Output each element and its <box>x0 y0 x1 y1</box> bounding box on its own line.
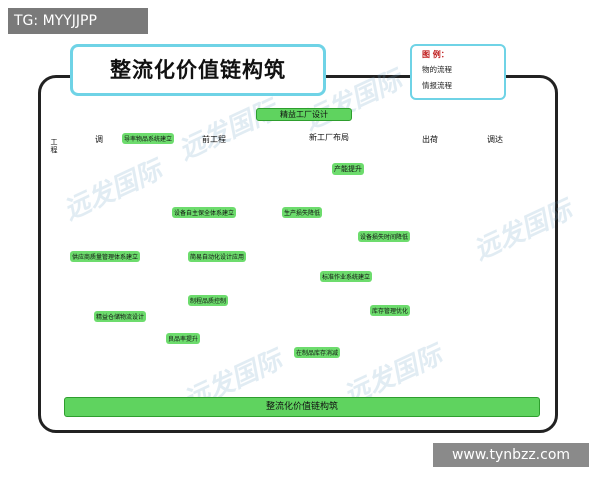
label-yield-up: 良品率提升 <box>166 333 201 344</box>
label-equip-maintenance: 设备自主保全体系建立 <box>172 207 237 218</box>
label-quality-control: 制程品质控制 <box>188 295 229 306</box>
label-inventory-opt: 库存管理优化 <box>370 305 411 316</box>
legend-material-flow: 物的流程 <box>422 65 452 74</box>
bottom-value-chain-bar: 整流化价值链构筑 <box>64 397 540 417</box>
header-delivery: 调达 <box>487 135 503 144</box>
header-new-layout: 新工厂布局 <box>309 133 349 142</box>
header-procure: 调 <box>95 135 103 144</box>
site-watermark: www.tynbzz.com <box>433 443 589 467</box>
legend: 图 例： 物的流程 情报流程 <box>410 44 506 100</box>
label-lean-auto-design: 简易自动化设计应用 <box>188 251 247 262</box>
legend-heading: 图 例： <box>422 50 449 59</box>
label-wip-reduce: 在制品库存消减 <box>294 347 341 358</box>
label-pull-system: 导率物品系统建立 <box>122 133 175 144</box>
label-production-loss: 生产损失降低 <box>282 207 323 218</box>
label-equip-loss-time: 设备损失时间降低 <box>358 231 411 242</box>
legend-info-flow: 情报流程 <box>422 81 452 90</box>
lean-design-band: 精益工厂设计 <box>256 108 352 121</box>
page-title: 整流化价值链构筑 <box>70 44 326 96</box>
label-capacity-up: 产能提升 <box>332 163 364 175</box>
tg-badge: TG: MYYJJPP <box>8 8 148 34</box>
label-standard-work: 标准作业系统建立 <box>320 271 373 282</box>
axis-label: 工程 <box>50 138 58 154</box>
header-preprocess: 前工程 <box>202 135 226 144</box>
label-supplier-quality: 供应商质量管理体系建立 <box>70 251 141 262</box>
label-lean-warehouse: 精益仓储物流设计 <box>94 311 147 322</box>
header-shipping: 出荷 <box>422 135 438 144</box>
